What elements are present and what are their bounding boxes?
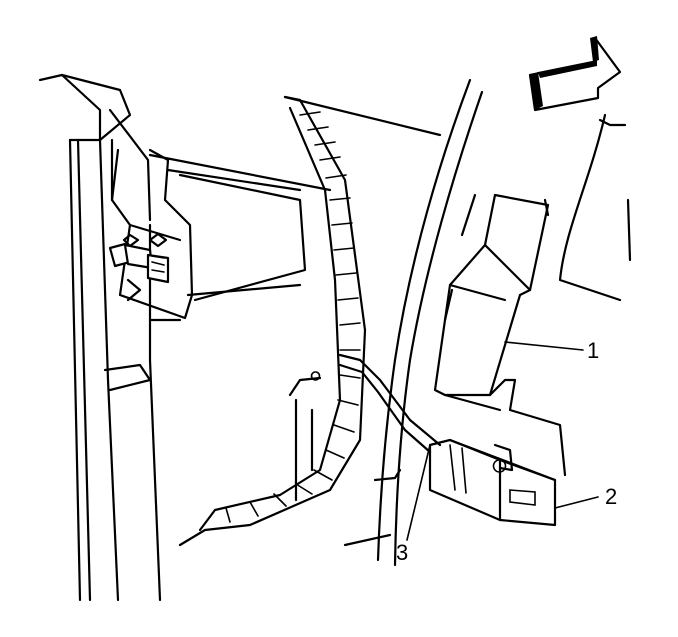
bolt-icon <box>108 242 170 284</box>
right-panel <box>443 113 632 322</box>
front-arrow-icon <box>528 36 622 112</box>
callout-1: 1 <box>587 338 599 363</box>
callout-3: 3 <box>396 540 408 565</box>
module-bracket <box>433 193 567 477</box>
wiring-harness <box>338 353 442 454</box>
callout-2: 2 <box>605 484 617 509</box>
body-pillar <box>38 73 162 602</box>
control-module <box>428 438 557 527</box>
leader-lines <box>406 341 599 541</box>
door-seal <box>178 95 367 547</box>
door-opening <box>288 78 484 567</box>
mounting-bracket <box>110 138 194 322</box>
upper-rail <box>148 95 442 302</box>
